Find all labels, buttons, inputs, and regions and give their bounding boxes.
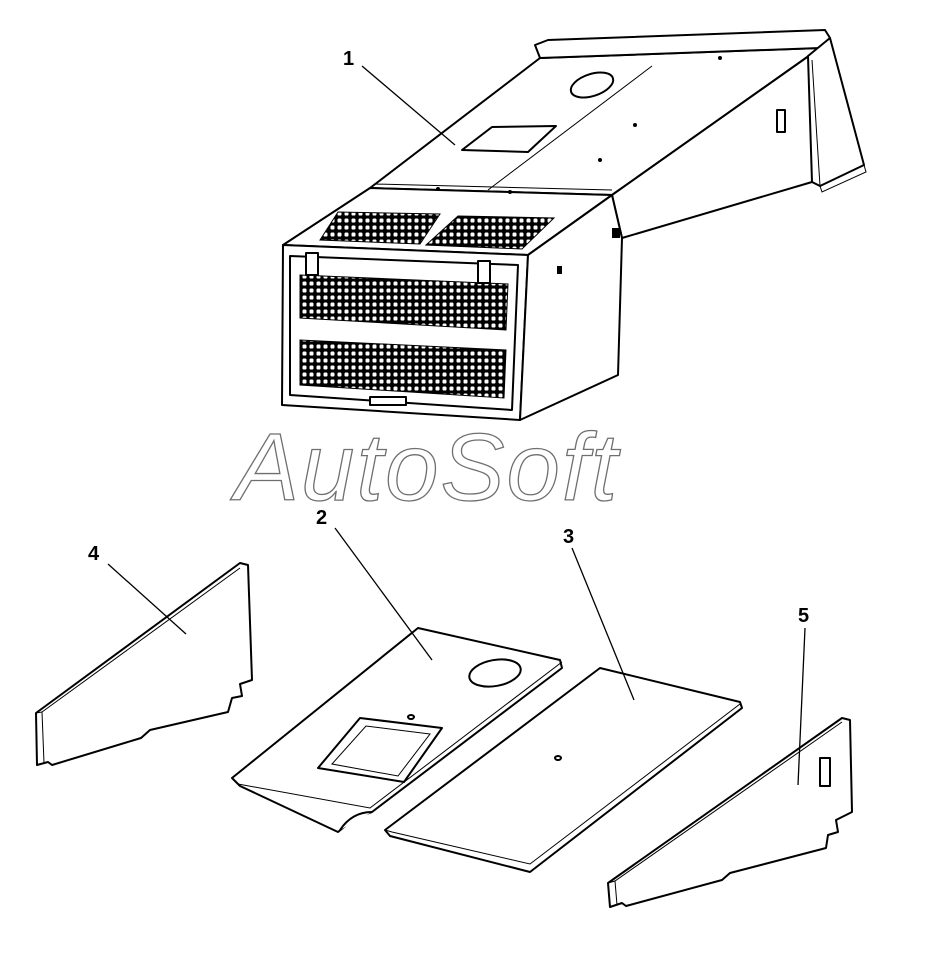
leader-lines — [107, 65, 806, 786]
leader-5 — [797, 627, 806, 786]
leader-2 — [334, 527, 433, 661]
part-3-right-floor-plate — [384, 667, 743, 873]
callout-5: 5 — [798, 605, 809, 627]
callout-3: 3 — [563, 526, 574, 548]
part-4-left-side-panel — [35, 562, 253, 766]
callout-4: 4 — [88, 543, 100, 565]
part-1-hood-assembly — [281, 29, 867, 421]
leader-3 — [571, 547, 635, 701]
leader-4 — [107, 563, 187, 635]
callout-1: 1 — [343, 48, 354, 70]
leader-1 — [361, 65, 456, 146]
watermark-autosoft: AutoSoft — [230, 414, 621, 521]
callout-2: 2 — [316, 507, 327, 529]
part-2-center-floor-plate — [231, 627, 563, 833]
part-5-right-side-panel — [607, 717, 853, 908]
